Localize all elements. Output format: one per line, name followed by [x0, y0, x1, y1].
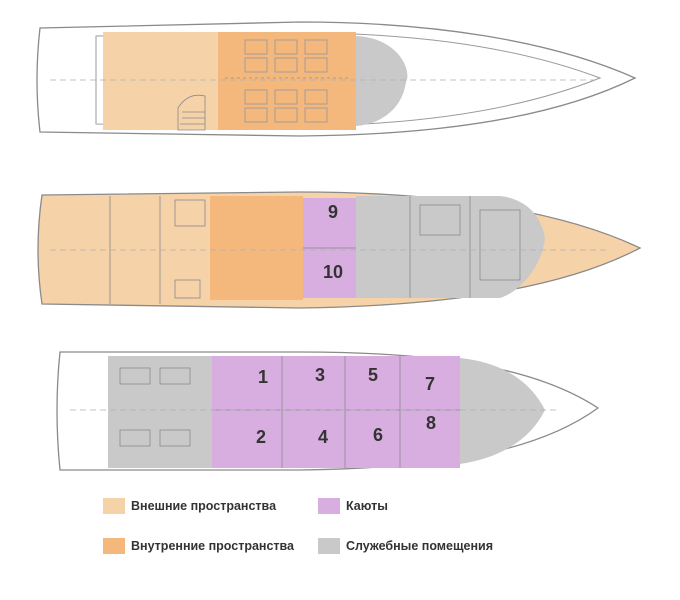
upper-deck-stairs	[177, 94, 206, 131]
main-deck-saloon	[210, 196, 303, 300]
legend-service-label: Служебные помещения	[346, 539, 494, 553]
legend-cabins: Каюты	[318, 498, 388, 514]
upper-deck-service-dome	[356, 36, 408, 126]
legend-cabins-label: Каюты	[346, 499, 388, 513]
main-deck-lines	[50, 196, 610, 304]
legend-service-swatch	[318, 538, 340, 554]
upper-deck-bulwark	[95, 32, 602, 127]
cabin-9-area	[303, 198, 356, 248]
legend-interior-swatch	[103, 538, 125, 554]
upper-deck	[36, 21, 637, 137]
upper-deck-aft-exterior	[103, 32, 218, 130]
legend-exterior-label: Внешние пространства	[131, 499, 277, 513]
cabin-numbers: 9 10 1 2 3 4 5 6 7 8	[256, 202, 436, 447]
cabin-number: 9	[328, 202, 338, 222]
cabin-number: 2	[256, 427, 266, 447]
upper-deck-saloon	[218, 32, 356, 130]
lower-deck-fore-service	[460, 358, 545, 464]
cabin-number: 7	[425, 374, 435, 394]
cabin-10-area	[303, 248, 356, 298]
legend-interior-label: Внутренние пространства	[131, 539, 295, 553]
legend-cabins-swatch	[318, 498, 340, 514]
legend-exterior: Внешние пространства	[103, 498, 276, 514]
legend-exterior-swatch	[103, 498, 125, 514]
lower-deck	[56, 351, 600, 471]
cabin-number: 5	[368, 365, 378, 385]
lower-deck-lines	[70, 356, 560, 468]
cabin-number: 3	[315, 365, 325, 385]
cabin-number: 4	[318, 427, 328, 447]
cabin-number: 10	[323, 262, 343, 282]
lower-deck-cabins-area	[212, 356, 460, 468]
legend-service: Служебные помещения	[318, 538, 493, 554]
main-deck-service	[356, 196, 545, 298]
main-deck	[37, 191, 642, 309]
legend-interior: Внутренние пространства	[103, 538, 294, 554]
cabin-number: 6	[373, 425, 383, 445]
cabin-number: 8	[426, 413, 436, 433]
upper-deck-furniture	[225, 39, 350, 123]
cabin-number: 1	[258, 367, 268, 387]
